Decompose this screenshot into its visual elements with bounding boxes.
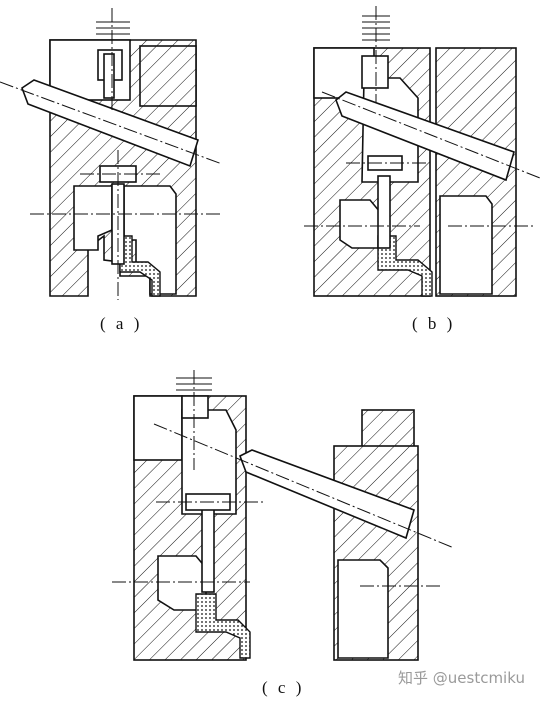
diagram-a	[0, 8, 223, 300]
c-core-pin	[201, 505, 215, 593]
diagram-c	[112, 370, 455, 661]
c-stop	[181, 395, 209, 419]
label-b: ( b )	[412, 314, 456, 333]
a-part	[119, 235, 161, 297]
diagram-b	[304, 6, 541, 297]
b-stop	[361, 55, 389, 89]
b-core-pin	[377, 175, 391, 249]
c-part	[195, 593, 251, 659]
c-slider	[181, 409, 237, 515]
c-right-cavity	[337, 559, 389, 659]
a-right-top-block	[139, 45, 197, 107]
watermark: 知乎 @uestcmiku	[398, 669, 525, 687]
c-angled-pin	[238, 449, 415, 540]
a-stop-rod	[103, 53, 115, 99]
b-cavity	[339, 199, 381, 249]
b-part	[377, 235, 433, 297]
a-spring-icon	[96, 21, 130, 41]
label-c: ( c )	[262, 678, 305, 697]
label-a: ( a )	[100, 314, 143, 333]
b-right-cavity	[439, 195, 493, 295]
c-top-plate	[133, 395, 183, 461]
c-right-top	[361, 409, 415, 451]
